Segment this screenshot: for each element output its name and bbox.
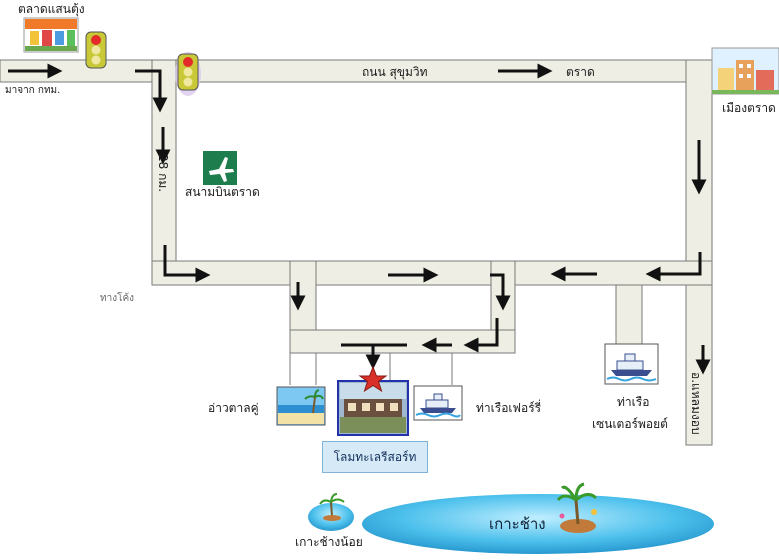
road-lower-loop [289, 329, 516, 354]
arrow-lower-right [463, 318, 499, 353]
label-ferry-pier: ท่าเรือเฟอร์รี่ [476, 399, 542, 415]
arrow-branch-east-down [490, 273, 511, 311]
city-picture [711, 47, 779, 95]
label-koh-chang: เกาะช้าง [489, 515, 546, 533]
label-market: ตลาดแสนตุ้ง [18, 2, 85, 17]
road-blocks [175, 81, 687, 331]
ship-icon [413, 385, 463, 421]
star-icon [358, 365, 388, 393]
traffic-light-icon [175, 52, 201, 96]
road-to-centerpoint [615, 284, 643, 346]
label-road-sukhumvit: ถนน สุขุมวิท [362, 65, 428, 80]
label-ao-tan-ku: อ่าวตาลคู่ [208, 401, 259, 416]
traffic-light-icon [85, 31, 107, 69]
arrow-east-road-turn [645, 252, 702, 282]
label-centerpoint-pier-1: ท่าเรือ [617, 395, 649, 409]
arrow-to-resort [341, 343, 407, 365]
market-picture [23, 17, 79, 53]
resort-name-box: โลมทะเลรีสอร์ท [322, 441, 428, 473]
arrow-turn-south [135, 69, 168, 113]
resort-name: โลมทะเลรีสอร์ท [333, 449, 417, 464]
beach-picture [276, 386, 326, 426]
label-from-bangkok: มาจาก กทม. [5, 85, 60, 96]
koh-chang-island [362, 482, 714, 554]
arrow-west-bottom [163, 245, 211, 283]
airplane-icon [203, 151, 237, 185]
label-trat: ตราด [566, 65, 595, 79]
label-28km: 28 กม. [156, 154, 170, 192]
label-koh-chang-noi: เกาะช้างน้อย [295, 535, 363, 549]
label-curve: ทางโค้ง [100, 291, 134, 304]
direction-arrows [8, 63, 711, 370]
koh-chang-noi-island [308, 493, 354, 531]
label-laem-ngop: อ.แหลมงอบ [689, 372, 703, 435]
label-airport: สนามบินตราด [185, 185, 260, 199]
road-sukhumvit [151, 59, 713, 83]
palm-icon [556, 482, 598, 533]
access-lanes [289, 345, 617, 385]
ship-icon [604, 343, 659, 385]
label-centerpoint-pier-2: เซนเตอร์พอยต์ [592, 417, 668, 431]
resort-photo [337, 380, 409, 436]
label-trat-city: เมืองตราด [722, 101, 776, 115]
